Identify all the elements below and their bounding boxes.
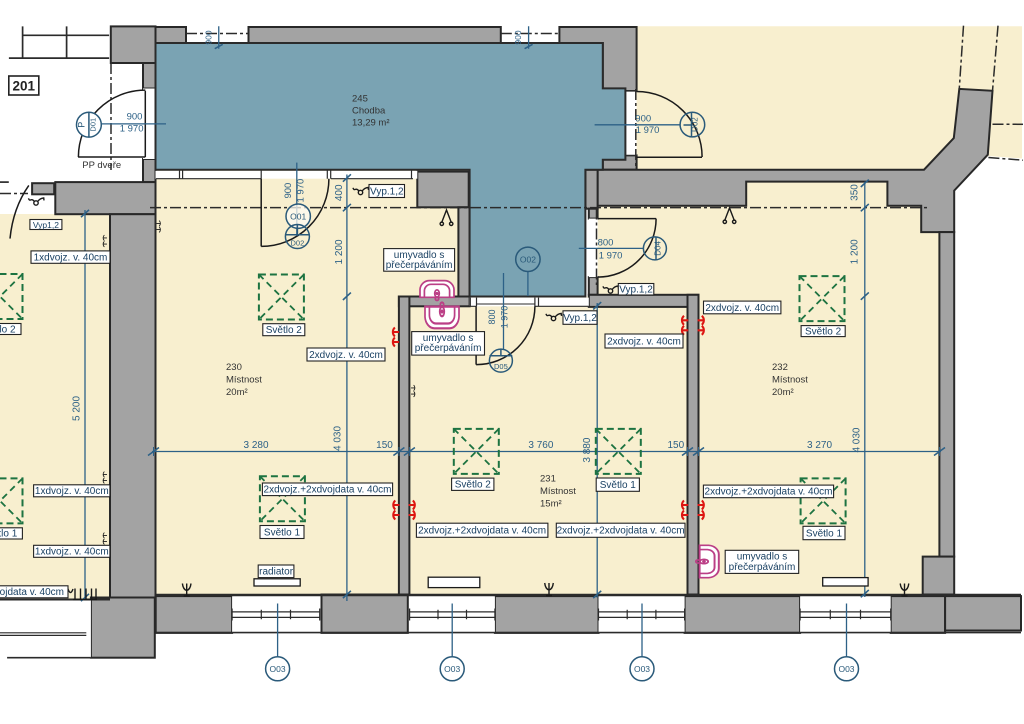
svg-text:D01: D01 [89,118,98,132]
svg-text:radiator: radiator [259,567,294,578]
svg-text:3 760: 3 760 [528,440,553,451]
svg-text:3 280: 3 280 [243,440,268,451]
svg-text:PP dveře: PP dveře [82,160,121,171]
svg-text:D02: D02 [291,239,305,248]
svg-text:Vyp.1,2: Vyp.1,2 [370,186,404,197]
svg-text:2xdvojz. v. 40cm: 2xdvojz. v. 40cm [607,336,681,347]
svg-text:150: 150 [376,440,393,451]
svg-text:201: 201 [13,79,36,94]
svg-text:Místnost: Místnost [540,486,576,497]
svg-text:1 970: 1 970 [500,306,510,329]
svg-text:800: 800 [598,237,614,248]
svg-text:Světlo 2: Světlo 2 [0,324,16,335]
svg-text:231: 231 [540,474,556,485]
svg-text:150: 150 [667,440,684,451]
svg-text:3 880: 3 880 [582,437,593,462]
svg-text:1 970: 1 970 [296,179,307,203]
svg-text:přečerpáváním: přečerpáváním [729,562,796,573]
svg-text:umyvadlo s: umyvadlo s [423,333,474,344]
svg-text:Světlo 1: Světlo 1 [264,527,301,538]
svg-text:4 030: 4 030 [332,426,343,451]
svg-text:přečerpáváním: přečerpáváním [386,260,453,271]
svg-text:1xdvojz. v. 40cm: 1xdvojz. v. 40cm [35,486,109,497]
svg-text:900: 900 [283,183,294,199]
svg-text:2xdvojz.+2xdvojdata v. 40cm: 2xdvojz.+2xdvojdata v. 40cm [0,587,64,598]
svg-text:O03: O03 [634,664,650,674]
svg-text:Vyp.1,2: Vyp.1,2 [619,285,653,296]
svg-text:Chodba: Chodba [352,106,386,117]
svg-text:Světlo 1: Světlo 1 [0,529,18,540]
svg-text:O01: O01 [290,212,306,222]
svg-text:O02: O02 [520,255,536,265]
svg-text:D05: D05 [494,362,508,371]
svg-text:2xdvojz.+2xdvojdata v. 40cm: 2xdvojz.+2xdvojdata v. 40cm [264,485,392,496]
svg-text:Místnost: Místnost [772,375,808,386]
svg-text:umyvadlo s: umyvadlo s [737,552,788,563]
svg-text:Světlo 1: Světlo 1 [806,528,843,539]
svg-text:230: 230 [226,362,242,373]
svg-text:20m²: 20m² [226,387,248,398]
svg-text:13,29 m²: 13,29 m² [352,118,390,129]
svg-text:Světlo 2: Světlo 2 [266,325,303,336]
svg-text:Světlo 2: Světlo 2 [805,326,842,337]
svg-text:900: 900 [513,30,523,44]
svg-text:800: 800 [487,309,497,324]
svg-text:1 970: 1 970 [636,125,660,136]
svg-text:D02: D02 [691,117,700,132]
svg-text:Světlo 2: Světlo 2 [455,480,492,491]
svg-text:2xdvojz.+2xdvojdata v. 40cm: 2xdvojz.+2xdvojdata v. 40cm [705,487,833,498]
svg-text:15m²: 15m² [540,499,562,510]
svg-text:přečerpáváním: přečerpáváním [415,343,482,354]
svg-text:350: 350 [850,184,861,201]
svg-text:2xdvojz.+2xdvojdata v. 40cm: 2xdvojz.+2xdvojdata v. 40cm [557,526,685,537]
svg-text:232: 232 [772,362,788,373]
svg-text:5 200: 5 200 [72,396,83,421]
svg-text:2xdvojz. v. 40cm: 2xdvojz. v. 40cm [705,303,779,314]
svg-text:900: 900 [127,112,143,123]
svg-text:1 970: 1 970 [599,251,623,262]
svg-text:900: 900 [203,30,213,44]
svg-text:Světlo 1: Světlo 1 [600,480,637,491]
svg-text:1 970: 1 970 [120,124,144,135]
svg-text:P: P [77,122,87,128]
svg-text:1xdvojz. v. 40cm: 1xdvojz. v. 40cm [34,252,108,263]
svg-text:3 270: 3 270 [807,440,832,451]
svg-text:umyvadlo s: umyvadlo s [394,250,445,261]
svg-text:1 200: 1 200 [334,239,345,264]
svg-text:D04: D04 [654,241,663,256]
svg-text:2xdvojz. v. 40cm: 2xdvojz. v. 40cm [309,350,383,361]
svg-text:2xdvojz.+2xdvojdata v. 40cm: 2xdvojz.+2xdvojdata v. 40cm [418,526,546,537]
svg-text:Místnost: Místnost [226,375,262,386]
svg-text:O03: O03 [270,664,286,674]
svg-text:20m²: 20m² [772,387,794,398]
svg-text:900: 900 [635,113,651,124]
svg-text:1xdvojz. v. 40cm: 1xdvojz. v. 40cm [35,547,109,558]
svg-text:400: 400 [334,184,345,201]
svg-text:O03: O03 [444,664,460,674]
svg-text:Vyp.1,2: Vyp.1,2 [563,313,597,324]
svg-text:245: 245 [352,94,368,105]
svg-text:Vyp1,2: Vyp1,2 [33,220,59,230]
svg-text:1 200: 1 200 [850,239,861,264]
svg-text:O03: O03 [838,664,854,674]
svg-text:4 030: 4 030 [852,427,863,452]
